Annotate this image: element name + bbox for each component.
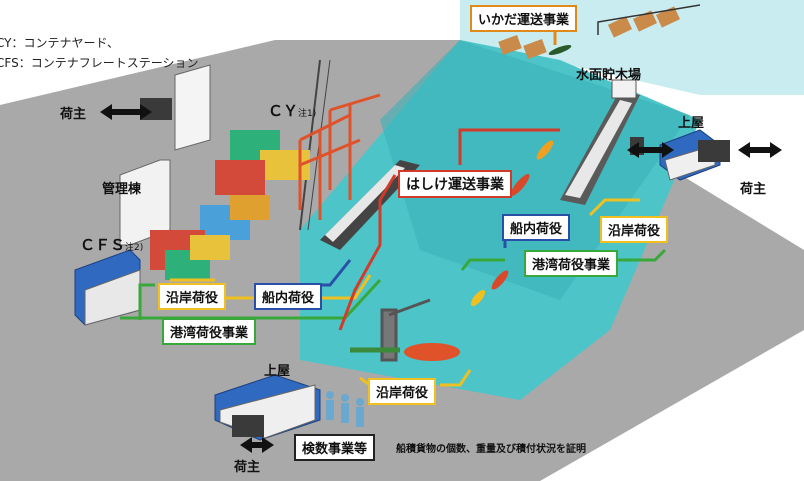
coastal-cargo-box-bottom: 沿岸荷役 — [368, 378, 437, 405]
warehouse-label-bottom: 上屋 — [264, 364, 291, 379]
port-cargo-box-right: 港湾荷役事業 — [524, 250, 619, 277]
coastal-cargo-box-right: 沿岸荷役 — [600, 216, 669, 243]
shipper-label-bottom: 荷主 — [234, 460, 261, 475]
barges — [404, 45, 572, 361]
container-stacks — [150, 130, 310, 280]
timber-rafts — [498, 6, 681, 59]
cy-label-text: ＣＹ — [268, 102, 299, 120]
cfs-label: ＣＦＳ注2) — [80, 234, 143, 255]
ikada-transport-box: いかだ運送事業 — [470, 5, 578, 32]
ship-cargo-box-right: 船内荷役 — [502, 214, 571, 241]
legend-cy: CY：コンテナヤード、 — [0, 36, 120, 50]
port-cargo-box-left: 港湾荷役事業 — [162, 318, 257, 345]
cy-note: 注1) — [298, 109, 317, 119]
warehouse-label-right: 上屋 — [678, 116, 705, 131]
coastal-cargo-box-left: 沿岸荷役 — [158, 283, 227, 310]
inspection-box: 検数事業等 — [294, 434, 376, 461]
shipper-label-top-left: 荷主 — [60, 107, 87, 122]
gantry-cranes — [298, 93, 381, 220]
gate-building — [174, 64, 211, 151]
legend-cfs: CFS：コンテナフレートステーション — [0, 56, 199, 70]
shipper-label-right: 荷主 — [740, 182, 767, 197]
inspection-note: 船積貨物の個数、重量及び積付状況を証明 — [396, 444, 586, 455]
cy-label: ＣＹ注1) — [268, 100, 316, 121]
cfs-label-text: ＣＦＳ — [80, 236, 126, 254]
shipper-arrows — [100, 104, 782, 453]
water-timber-label: 水面貯木場 — [576, 68, 642, 83]
cfs-note: 注2) — [125, 243, 144, 253]
workers — [326, 391, 364, 427]
ship-cargo-box-left: 船内荷役 — [254, 283, 323, 310]
hashike-transport-box: はしけ運送事業 — [398, 170, 512, 198]
admin-building-label: 管理棟 — [102, 182, 142, 197]
